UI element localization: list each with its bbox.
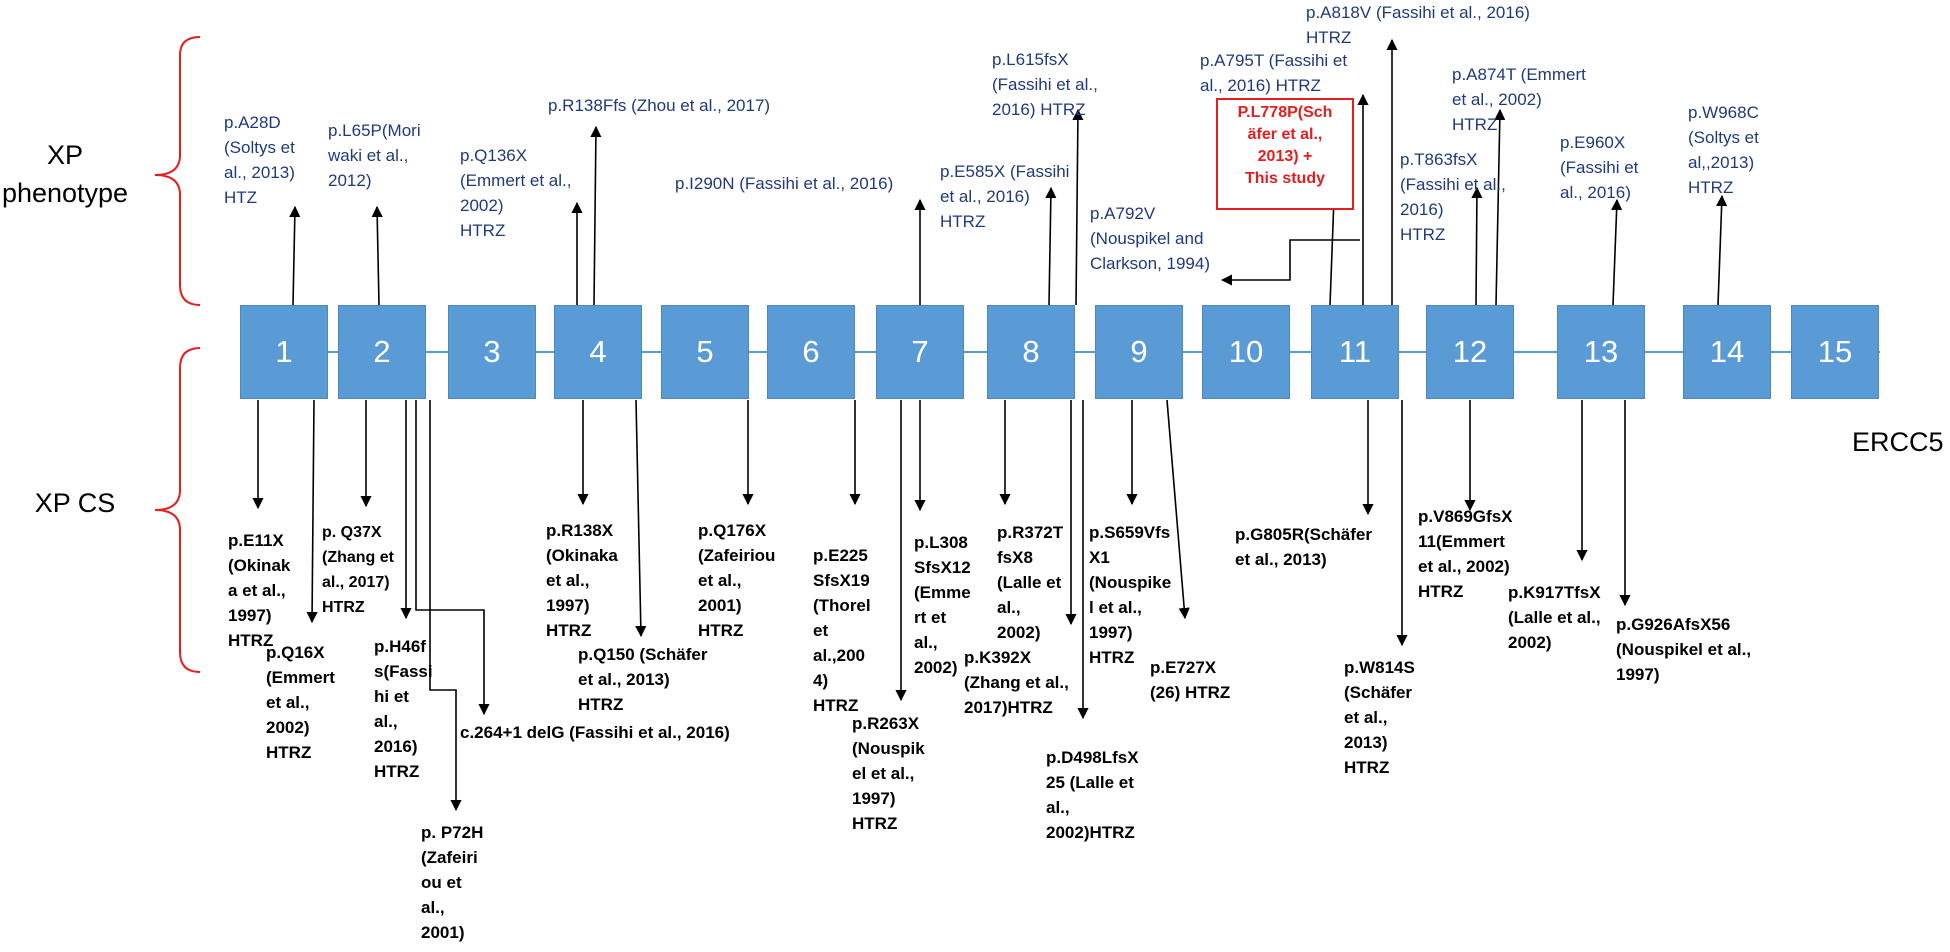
mutation-arrow [415, 400, 490, 716]
mutation-arrow [306, 399, 318, 624]
mutation-arrow [1045, 186, 1057, 306]
mutation-arrow [590, 125, 602, 306]
exon-11: 11 [1311, 305, 1399, 399]
exon-4: 4 [554, 305, 642, 399]
exon-15: 15 [1791, 305, 1879, 399]
xpcs-mutation: p.G805R(Schäfer et al., 2013) [1235, 525, 1372, 569]
xp-mutation: p.L615fsX (Fassihi et al., 2016) HTRZ [992, 50, 1098, 119]
xpcs-mutation: p.H46f s(Fassi hi et al., 2016) HTRZ [374, 637, 433, 781]
xpcs-mutation: p.S659Vfs X1 (Nouspike l et al., 1997) H… [1089, 523, 1172, 667]
exon-10: 10 [1202, 305, 1290, 399]
xpcs-mutation: p.D498LfsX 25 (Lalle et al., 2002)HTRZ [1046, 748, 1139, 842]
xp-mutation: p.A28D (Soltys et al., 2013) HTZ [224, 113, 295, 207]
xpcs-mutation: p.E11X (Okinak a et al., 1997) HTRZ [228, 531, 291, 650]
exon-13: 13 [1557, 305, 1645, 399]
xp-mutation: p.R138Ffs (Zhou et al., 2017) [548, 96, 771, 115]
mutation-arrow [1220, 239, 1360, 286]
xpcs-bracket [154, 347, 201, 673]
xpcs-mutation: p.Q176X (Zafeiriou et al., 2001) HTRZ [698, 521, 776, 640]
xpcs-mutation: p.E727X (26) HTRZ [1150, 658, 1231, 702]
exon-6: 6 [767, 305, 855, 399]
xpcs-mutation: p.L308 SfsX12 (Emme rt et al., 2002) [914, 533, 971, 677]
exon-1: 1 [240, 305, 328, 399]
xpcs-mutation: c.264+1 delG (Fassihi et al., 2016) [460, 723, 730, 742]
exon-5: 5 [661, 305, 749, 399]
mutation-arrows [252, 38, 1728, 812]
xpcs-mutation: p.Q16X (Emmert et al., 2002) HTRZ [266, 643, 335, 762]
xp-mutation: p.W968C (Soltys et al,,2013) HTRZ [1688, 103, 1759, 197]
mutation-arrow [635, 399, 647, 638]
mutation-arrow [1471, 186, 1483, 306]
xp-cs-label: XP CS [34, 488, 116, 518]
exon-12: 12 [1426, 305, 1514, 399]
xpcs-mutation: p.R263X (Nouspik el et al., 1997) HTRZ [852, 714, 925, 833]
exon-14: 14 [1683, 305, 1771, 399]
mutation-arrow [429, 400, 462, 812]
mutation-arrow [1328, 196, 1340, 306]
xpcs-mutation: p.K917TfsX (Lalle et al., 2002) [1508, 583, 1601, 652]
xp-mutation: p.I290N (Fassihi et al., 2016) [675, 174, 894, 193]
mutation-arrow [1611, 198, 1623, 306]
mutation-arrow [289, 205, 301, 306]
xpcs-mutation: p. P72H (Zafeiri ou et al., 2001) [421, 823, 484, 942]
xp-mutation: p.Q136X (Emmert et al., 2002) HTRZ [460, 146, 572, 240]
xpcs-mutation: p.V869GfsX 11(Emmert et al., 2002) HTRZ [1418, 507, 1513, 601]
mutation-arrow [371, 205, 383, 306]
xp-mutation: p.L65P(Mori waki et al., 2012) [328, 121, 421, 190]
exon-2: 2 [338, 305, 426, 399]
xpcs-mutation: p. Q37X (Zhang et al., 2017) HTRZ [322, 524, 394, 616]
mutation-arrow [1166, 399, 1190, 620]
xpcs-mutation: p.R372T fsX8 (Lalle et al., 2002) [997, 523, 1064, 642]
xp-mutation: p.A792V (Nouspikel and Clarkson, 1994) [1090, 204, 1211, 273]
mutation-arrow [1494, 108, 1506, 306]
mutation-arrow [1716, 194, 1728, 306]
xp-mutation: p.A818V (Fassihi et al., 2016) HTRZ [1306, 3, 1530, 47]
exon-9: 9 [1095, 305, 1183, 399]
xp-mutation: p.E960X (Fassihi et al., 2016) [1560, 133, 1639, 202]
exon-7: 7 [876, 305, 964, 399]
xpcs-mutation: p.K392X (Zhang et al., 2017)HTRZ [964, 648, 1069, 717]
exon-3: 3 [448, 305, 536, 399]
xpcs-mutation: p.W814S (Schäfer et al., 2013) HTRZ [1344, 658, 1415, 777]
xpcs-mutation: p.G926AfsX56 (Nouspikel et al., 1997) [1616, 615, 1752, 684]
exon-8: 8 [987, 305, 1075, 399]
xp-mutation: p.A795T (Fassihi et al., 2016) HTRZ [1200, 51, 1348, 95]
highlighted-mutation-box: P.L778P(Sch äfer et al., 2013) + This st… [1216, 98, 1354, 210]
gene-label: ERCC5 [1852, 427, 1944, 457]
xpcs-mutation: p.R138X (Okinaka et al., 1997) HTRZ [546, 521, 618, 640]
xp-mutation: p.T863fsX (Fassihi et al., 2016) HTRZ [1400, 150, 1506, 244]
xp-bracket [154, 36, 201, 306]
xp-mutation: p.A874T (Emmert et al., 2002) HTRZ [1452, 65, 1586, 134]
xpcs-mutation: p.Q150 (Schäfer et al., 2013) HTRZ [578, 645, 708, 714]
xp-phenotype-label: XP phenotype [1, 140, 129, 208]
mutation-arrow [1072, 108, 1084, 306]
xpcs-mutation: p.E225 SfsX19 (Thorel et al.,200 4) HTRZ [813, 546, 871, 715]
xp-mutation: p.E585X (Fassihi et al., 2016) HTRZ [940, 162, 1070, 231]
